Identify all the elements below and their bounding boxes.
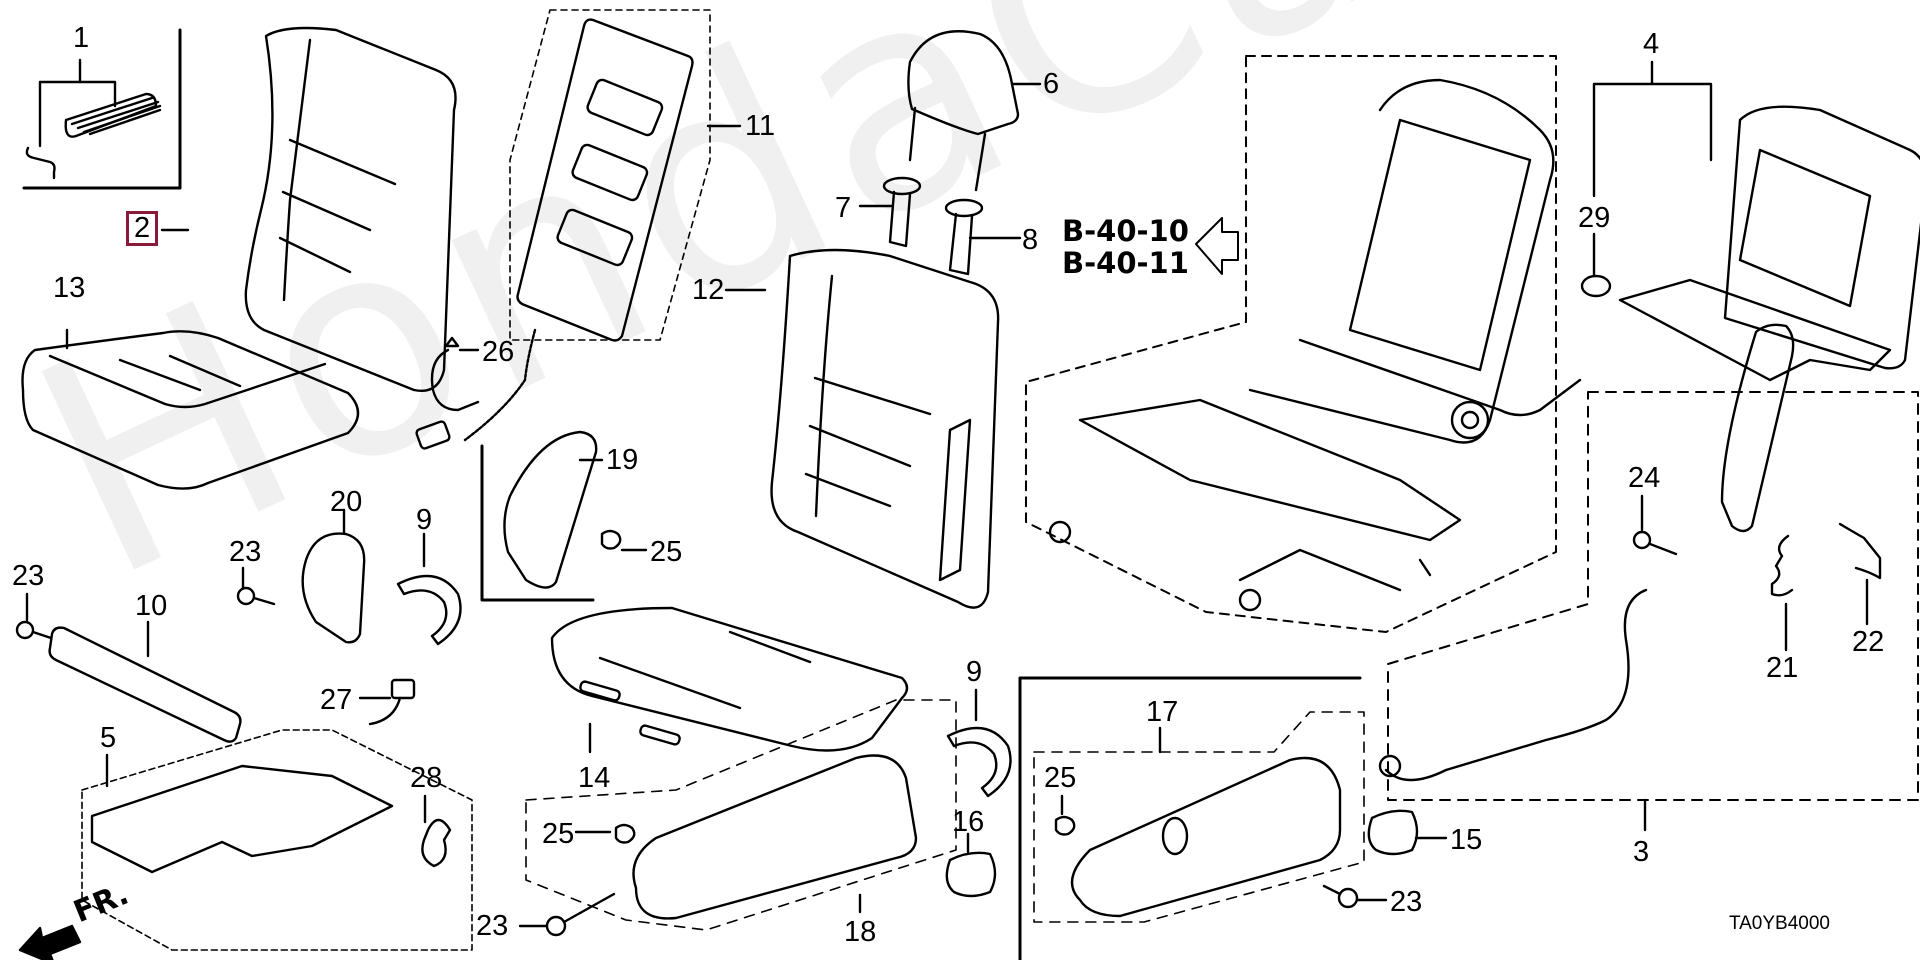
part-label-2-highlighted[interactable]: 2 — [126, 211, 159, 246]
reference-link-b-40-10[interactable]: B-40-10 — [1062, 214, 1189, 248]
part-9-cover-upper[interactable] — [396, 532, 462, 646]
part-10-trim[interactable] — [48, 620, 242, 743]
part-16-cover[interactable] — [945, 832, 997, 898]
part-label-26[interactable]: 26 — [482, 336, 515, 368]
part-label-29[interactable]: 29 — [1578, 202, 1611, 234]
part-3-side-airbag[interactable] — [1378, 323, 1919, 832]
part-label-3[interactable]: 3 — [1633, 836, 1650, 868]
part-label-23-a[interactable]: 23 — [12, 560, 45, 592]
part-23-screw-a[interactable] — [15, 592, 53, 640]
part-5-cushion-heater[interactable] — [81, 729, 473, 951]
part-25-clip-mid[interactable] — [600, 529, 648, 552]
part-label-11[interactable]: 11 — [745, 110, 776, 142]
part-label-15[interactable]: 15 — [1450, 824, 1483, 856]
part-label-17[interactable]: 17 — [1146, 696, 1179, 728]
part-label-16[interactable]: 16 — [952, 806, 985, 838]
part-13-cushion-cover[interactable] — [21, 328, 360, 490]
part-label-1[interactable]: 1 — [73, 22, 90, 54]
part-25-clip-right[interactable] — [1054, 794, 1076, 836]
part-29-clip[interactable] — [1580, 232, 1612, 298]
part-14-cushion-pad[interactable] — [550, 606, 909, 754]
part-21-spring[interactable] — [1770, 534, 1794, 652]
part-label-9-upper[interactable]: 9 — [416, 504, 433, 536]
seat-frame-assembly[interactable] — [1025, 55, 1582, 633]
part-label-25-mid[interactable]: 25 — [650, 536, 683, 568]
part-label-14[interactable]: 14 — [578, 762, 611, 794]
part-label-10[interactable]: 10 — [135, 590, 168, 622]
part-23-screw-d[interactable] — [1322, 884, 1388, 909]
part-6-headrest[interactable] — [907, 30, 1042, 192]
part-4-back-panel[interactable] — [1592, 60, 1920, 382]
part-26-harness-clip[interactable] — [430, 336, 480, 412]
reference-arrow-icon[interactable] — [1195, 217, 1239, 275]
part-label-23-d[interactable]: 23 — [1390, 886, 1423, 918]
part-9-cover-lower[interactable] — [946, 688, 1012, 798]
part-15-cover[interactable] — [1367, 809, 1448, 856]
part-label-9-lower[interactable]: 9 — [966, 656, 983, 688]
part-24-nut[interactable] — [1632, 494, 1678, 556]
part-label-23-b[interactable]: 23 — [229, 536, 262, 568]
part-label-23-c[interactable]: 23 — [476, 910, 509, 942]
part-label-12[interactable]: 12 — [692, 274, 725, 306]
part-19-cover[interactable] — [480, 430, 604, 602]
part-label-18[interactable]: 18 — [844, 916, 877, 948]
part-label-24[interactable]: 24 — [1628, 462, 1661, 494]
part-label-4[interactable]: 4 — [1643, 28, 1660, 60]
part-label-20[interactable]: 20 — [330, 486, 363, 518]
part-label-27[interactable]: 27 — [320, 684, 353, 716]
part-label-22[interactable]: 22 — [1852, 626, 1885, 658]
front-direction-arrow-icon — [18, 924, 82, 960]
part-22-spring[interactable] — [1838, 522, 1882, 626]
part-11-heater-pad[interactable] — [415, 9, 742, 450]
part-7-headrest-guide[interactable] — [858, 176, 922, 248]
part-label-13[interactable]: 13 — [53, 272, 86, 304]
reference-link-b-40-11[interactable]: B-40-11 — [1062, 246, 1189, 280]
part-23-screw-b[interactable] — [236, 566, 276, 606]
part-label-28[interactable]: 28 — [410, 762, 443, 794]
part-label-19[interactable]: 19 — [606, 444, 639, 476]
part-label-8[interactable]: 8 — [1022, 224, 1039, 256]
part-label-6[interactable]: 6 — [1043, 68, 1060, 100]
part-label-21[interactable]: 21 — [1766, 652, 1799, 684]
part-label-5[interactable]: 5 — [100, 722, 117, 754]
part-17-side-trim-inner[interactable] — [1018, 676, 1365, 960]
part-18-side-trim[interactable] — [525, 699, 957, 931]
part-25-clip-left[interactable] — [574, 823, 636, 844]
part-12-seatback-pad[interactable] — [724, 248, 1000, 609]
part-8-headrest-guide[interactable] — [944, 198, 1022, 276]
part-27-connector[interactable] — [358, 678, 416, 726]
part-23-screw-c[interactable] — [518, 892, 616, 937]
part-28-clip[interactable] — [421, 794, 452, 868]
part-1-clips[interactable] — [22, 28, 182, 190]
part-label-25-right[interactable]: 25 — [1044, 762, 1077, 794]
part-2-seatback-cover[interactable] — [160, 26, 457, 392]
diagram-code: TA0YB4000 — [1728, 913, 1830, 934]
part-label-7[interactable]: 7 — [835, 192, 852, 224]
part-label-25-left[interactable]: 25 — [542, 818, 575, 850]
part-20-cover[interactable] — [301, 508, 366, 644]
